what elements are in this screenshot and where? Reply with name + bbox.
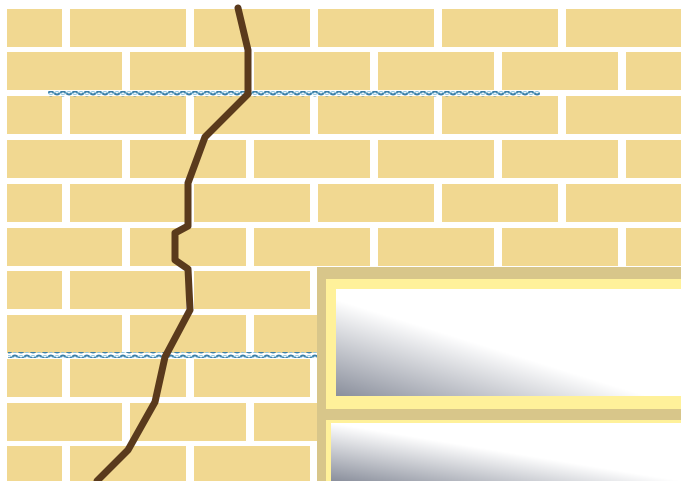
- brick: [7, 9, 62, 47]
- brick: [7, 446, 62, 481]
- brick: [7, 359, 62, 397]
- brick: [442, 9, 558, 47]
- brick: [7, 184, 62, 222]
- brick: [442, 184, 558, 222]
- brick: [194, 9, 310, 47]
- brick: [130, 52, 246, 90]
- window-opening: [317, 267, 681, 481]
- brick: [566, 96, 681, 134]
- brick: [318, 96, 434, 134]
- brick: [378, 228, 494, 266]
- brick: [130, 315, 246, 353]
- brick: [130, 228, 246, 266]
- brick: [502, 228, 618, 266]
- diagonal-crack: [93, 4, 252, 481]
- brick: [626, 228, 681, 266]
- brick: [7, 315, 122, 353]
- brick: [70, 9, 186, 47]
- brick: [194, 271, 310, 309]
- brick: [318, 9, 434, 47]
- brick: [7, 96, 62, 134]
- brick: [70, 359, 186, 397]
- brick: [318, 184, 434, 222]
- brick: [502, 140, 618, 178]
- brick: [194, 446, 310, 481]
- brick: [566, 184, 681, 222]
- brick: [378, 140, 494, 178]
- brick: [70, 184, 186, 222]
- brick: [130, 140, 246, 178]
- brick: [194, 184, 310, 222]
- brick: [566, 9, 681, 47]
- brick: [70, 96, 186, 134]
- brick: [7, 271, 62, 309]
- brick: [70, 271, 186, 309]
- brick: [194, 359, 310, 397]
- brick: [7, 403, 122, 441]
- brick: [7, 52, 122, 90]
- brick: [502, 52, 618, 90]
- brick: [254, 140, 370, 178]
- brick: [442, 96, 558, 134]
- reinforcement-wire-upper: [48, 91, 540, 97]
- window-glass-lower: [331, 423, 681, 481]
- brick: [626, 52, 681, 90]
- brick: [254, 52, 370, 90]
- brick: [626, 140, 681, 178]
- window-glass-upper: [336, 289, 681, 396]
- brick: [7, 228, 122, 266]
- brick: [254, 228, 370, 266]
- brick: [378, 52, 494, 90]
- brick: [7, 140, 122, 178]
